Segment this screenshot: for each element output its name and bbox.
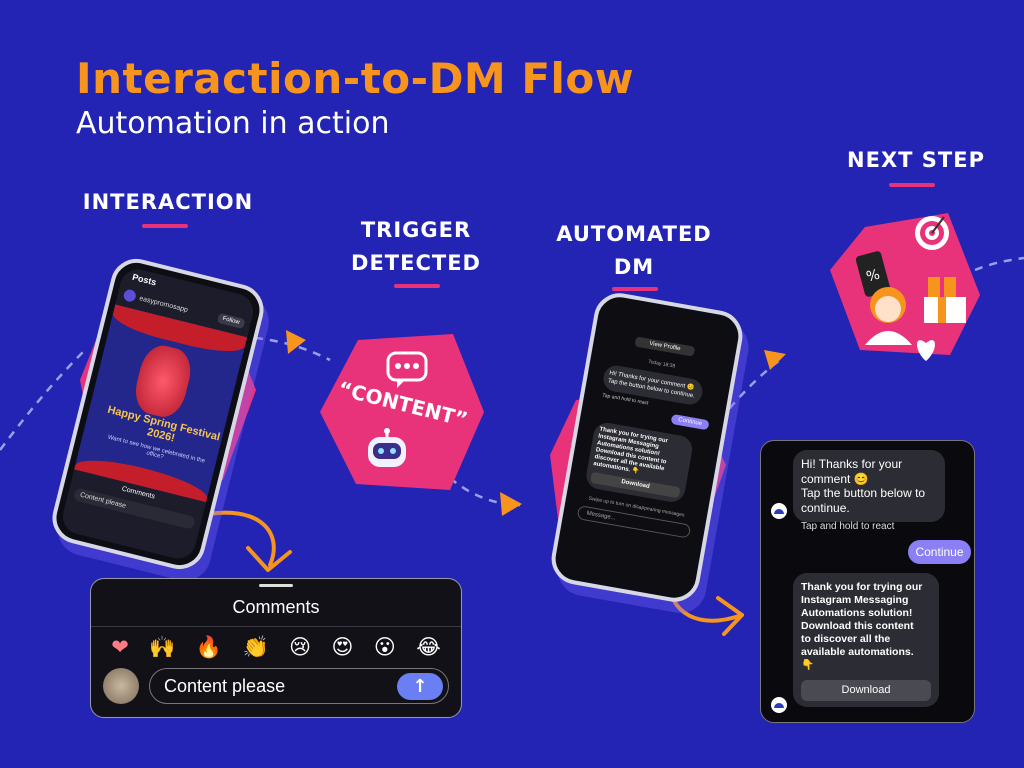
flow-arrowhead — [286, 330, 306, 354]
bot-avatar — [771, 697, 787, 713]
clapping-emoji[interactable]: 👏 — [242, 635, 269, 659]
bot-avatar — [771, 503, 787, 519]
robot-icon — [368, 428, 406, 467]
comment-input-field[interactable]: Content please ↑ — [149, 668, 449, 704]
comment-input-text: Content please — [164, 675, 286, 696]
user-avatar — [103, 668, 139, 704]
follow-button[interactable]: Follow — [216, 312, 246, 330]
page-subtitle: Automation in action — [76, 106, 390, 141]
flow-arrowhead — [500, 492, 522, 516]
heart-icon — [917, 340, 935, 361]
page-title: Interaction-to-DM Flow — [76, 54, 635, 103]
stage-underline — [394, 284, 440, 288]
dm-message-download: Thank you for trying our Instagram Messa… — [793, 573, 939, 707]
stage-label-next-step: NEXT STEP — [847, 148, 985, 172]
laughing-emoji[interactable]: 😂 — [416, 635, 441, 659]
decoration — [130, 341, 196, 422]
dm-panel: Hi! Thanks for your comment 😊 Tap the bu… — [760, 440, 975, 723]
dm-message: Thank you for trying our Instagram Messa… — [584, 420, 695, 505]
person-icon — [865, 287, 912, 345]
react-hint: Tap and hold to react — [801, 521, 895, 532]
send-icon[interactable]: ↑ — [397, 672, 443, 700]
heart-eyes-emoji[interactable]: 😍 — [331, 635, 354, 659]
svg-text:%: % — [865, 267, 882, 286]
continue-button[interactable]: Continue — [908, 540, 971, 564]
surprised-emoji[interactable]: 😮 — [373, 635, 396, 659]
comments-title: Comments — [91, 587, 461, 627]
crying-emoji[interactable]: 😢 — [289, 635, 312, 659]
trigger-hexagon — [320, 334, 484, 490]
discount-phone-icon: % — [855, 251, 891, 297]
stage-underline — [889, 183, 935, 187]
stage-label-interaction: INTERACTION — [82, 190, 254, 214]
post-image: Happy Spring Festival 2026! Want to see … — [74, 304, 248, 503]
stage-underline — [612, 287, 658, 291]
comments-panel: Comments ❤ 🙌 🔥 👏 😢 😍 😮 😂 Content please … — [90, 578, 462, 718]
emoji-bar: ❤ 🙌 🔥 👏 😢 😍 😮 😂 — [91, 627, 461, 664]
raised-hands-emoji[interactable]: 🙌 — [149, 635, 176, 659]
flow-arrowhead — [764, 350, 786, 370]
gift-icon — [924, 277, 966, 323]
target-icon — [915, 216, 949, 250]
avatar — [122, 288, 138, 303]
next-step-illustration: % — [830, 213, 980, 361]
stage-underline — [142, 224, 188, 228]
chat-bubble-icon — [386, 351, 428, 388]
drag-handle[interactable] — [259, 584, 293, 587]
fire-emoji[interactable]: 🔥 — [195, 635, 223, 659]
download-button[interactable]: Download — [801, 680, 931, 701]
heart-emoji[interactable]: ❤ — [111, 635, 129, 659]
dm-message-greeting: Hi! Thanks for your comment 😊 Tap the bu… — [793, 450, 945, 522]
